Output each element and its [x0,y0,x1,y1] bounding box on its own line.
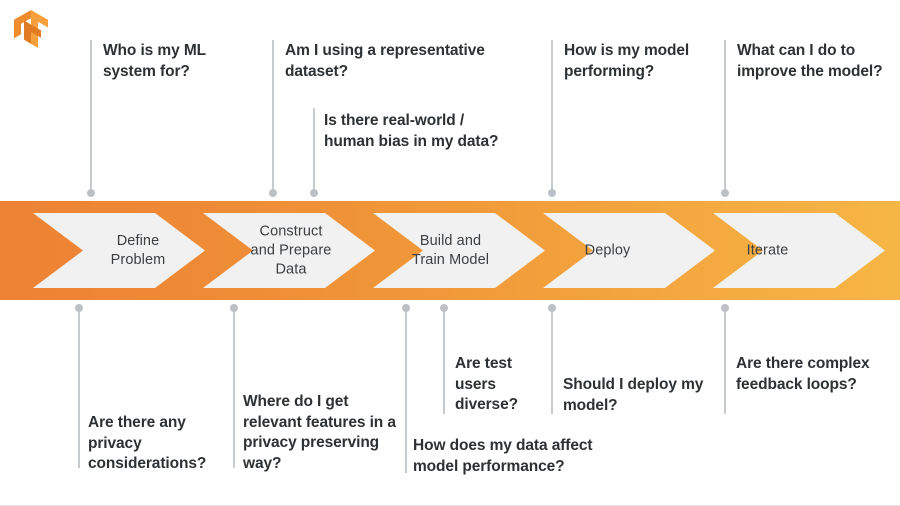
callout-who-is-my-ml-system-for: Who is my ML system for? [103,42,206,80]
connector-line-top-5 [724,40,726,193]
callout-data-affect-model-performance: How does my data affect model performanc… [413,437,593,475]
connector-dot-bottom-1 [74,304,83,312]
callout-should-i-deploy-my-model: Should I deploy my model? [563,376,704,414]
connector-line-top-2 [272,40,274,193]
callout-are-test-users-diverse: Are test users diverse? [455,355,518,413]
connector-line-bottom-4 [443,308,445,414]
tensorflow-logo-icon [14,10,48,48]
connector-dot-top-1 [86,189,95,197]
connector-dot-top-2 [268,189,277,197]
callout-relevant-features-privacy: Where do I get relevant features in a pr… [243,393,396,472]
callout-privacy-considerations: Are there any privacy considerations? [88,414,207,472]
chevron-iterate [713,213,885,288]
connector-dot-top-5 [720,189,729,197]
chevron-deploy [543,213,715,288]
connector-line-bottom-6 [724,308,726,414]
connector-dot-bottom-4 [439,304,448,312]
callout-complex-feedback-loops: Are there complex feedback loops? [736,355,870,393]
chevron-build-train-model [373,213,545,288]
connector-line-top-1 [90,40,92,193]
connector-dot-bottom-5 [547,304,556,312]
callout-am-i-using-representative-dataset: Am I using a representative dataset? [285,42,485,80]
connector-line-bottom-5 [551,308,553,414]
connector-line-top-3 [313,108,315,193]
callout-what-can-i-do-to-improve-model: What can I do to improve the model? [737,42,883,80]
connector-dot-bottom-2 [229,304,238,312]
callout-how-is-my-model-performing: How is my model performing? [564,42,690,80]
connector-dot-bottom-3 [401,304,410,312]
connector-line-bottom-2 [233,308,235,468]
ml-lifecycle-band: Define Problem Construct and Prepare Dat… [0,201,900,300]
callout-real-world-human-bias: Is there real-world / human bias in my d… [324,112,499,150]
connector-line-top-4 [551,40,553,193]
connector-line-bottom-1 [78,308,80,468]
chevron-define-problem [33,213,205,288]
chevron-construct-prepare-data [203,213,375,288]
connector-dot-top-3 [309,189,318,197]
connector-dot-top-4 [547,189,556,197]
chevron-shapes [33,213,885,288]
connector-line-bottom-3 [405,308,407,473]
connector-dot-bottom-6 [720,304,729,312]
